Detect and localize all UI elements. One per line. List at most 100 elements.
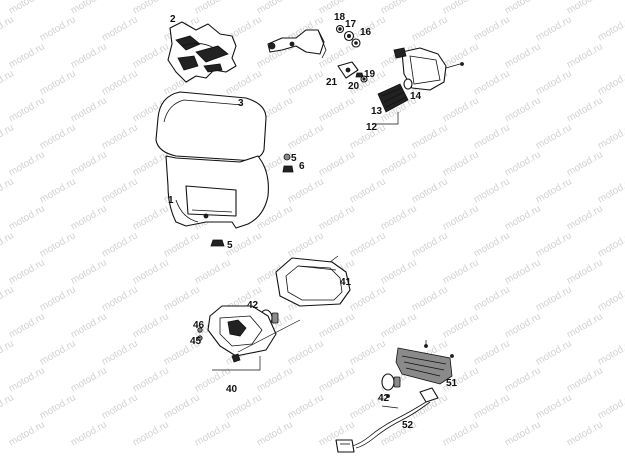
watermark-text: motod.ru xyxy=(0,230,16,259)
watermark-text: motod.ru xyxy=(7,203,47,232)
watermark-text: motod.ru xyxy=(69,203,109,232)
decal-part-2 xyxy=(167,21,237,83)
watermark-text: motod.ru xyxy=(596,338,625,367)
watermark-text: motod.ru xyxy=(7,0,47,17)
watermark-text: motod.ru xyxy=(348,284,388,313)
callout-46: 46 xyxy=(193,320,205,331)
watermark-text: motod.ru xyxy=(38,68,78,97)
watermark-text: motod.ru xyxy=(503,149,543,178)
watermark-text: motod.ru xyxy=(596,176,625,205)
watermark-text: motod.ru xyxy=(410,14,450,43)
watermark-text: motod.ru xyxy=(69,257,109,286)
watermark-text: motod.ru xyxy=(472,122,512,151)
watermark-text: motod.ru xyxy=(69,311,109,340)
watermark-text: motod.ru xyxy=(534,68,574,97)
callout-40: 40 xyxy=(226,384,238,395)
watermark-text: motod.ru xyxy=(286,68,326,97)
watermark-text: motod.ru xyxy=(565,419,605,448)
wiring-harness-part-52 xyxy=(335,387,439,453)
watermark-text: motod.ru xyxy=(534,14,574,43)
watermark-text: motod.ru xyxy=(534,122,574,151)
watermark-text: motod.ru xyxy=(503,257,543,286)
watermark-text: motod.ru xyxy=(410,284,450,313)
watermark-text: motod.ru xyxy=(410,230,450,259)
watermark-text: motod.ru xyxy=(0,284,16,313)
watermark-text: motod.ru xyxy=(131,365,171,394)
watermark-text: motod.ru xyxy=(565,311,605,340)
turn-signal-part-12 xyxy=(372,47,464,125)
callout-labels: 1 2 3 5 5 6 12 13 14 16 17 18 19 20 21 4… xyxy=(168,12,458,431)
watermark-text: motod.ru xyxy=(441,203,481,232)
watermark-text: motod.ru xyxy=(38,122,78,151)
watermark-text: motod.ru xyxy=(162,230,202,259)
callout-5a: 5 xyxy=(227,240,233,251)
watermark-text: motod.ru xyxy=(441,0,481,17)
watermark-text: motod.ru xyxy=(565,365,605,394)
callout-6: 6 xyxy=(299,161,305,172)
watermark-text: motod.ru xyxy=(565,95,605,124)
watermark-text: motod.ru xyxy=(503,311,543,340)
watermark-text: motod.ru xyxy=(100,284,140,313)
watermark-text: motod.ru xyxy=(131,311,171,340)
watermark-text: motod.ru xyxy=(255,0,295,17)
watermark-text: motod.ru xyxy=(69,419,109,448)
watermark-text: motod.ru xyxy=(131,41,171,70)
watermark-text: motod.ru xyxy=(317,203,357,232)
watermark-text: motod.ru xyxy=(565,41,605,70)
watermark-text: motod.ru xyxy=(131,149,171,178)
watermark-text: motod.ru xyxy=(379,257,419,286)
watermark-text: motod.ru xyxy=(317,365,357,394)
watermark-text: motod.ru xyxy=(162,284,202,313)
watermark-text: motod.ru xyxy=(38,338,78,367)
watermark-text: motod.ru xyxy=(472,284,512,313)
callout-12: 12 xyxy=(366,122,378,133)
watermark-text: motod.ru xyxy=(7,311,47,340)
callout-45: 45 xyxy=(190,336,202,347)
callout-18: 18 xyxy=(334,12,346,23)
watermark-text: motod.ru xyxy=(379,0,419,17)
watermark-text: motod.ru xyxy=(38,176,78,205)
watermark-text: motod.ru xyxy=(162,392,202,421)
watermark-text: motod.ru xyxy=(503,41,543,70)
watermark-text: motod.ru xyxy=(503,203,543,232)
watermark-text: motod.ru xyxy=(100,176,140,205)
watermark-text: motod.ru xyxy=(596,284,625,313)
watermark-text: motod.ru xyxy=(472,176,512,205)
watermark-text: motod.ru xyxy=(7,257,47,286)
callout-51: 51 xyxy=(446,378,458,389)
watermark-text: motod.ru xyxy=(286,338,326,367)
watermark-text: motod.ru xyxy=(255,419,295,448)
watermark-text: motod.ru xyxy=(0,122,16,151)
callout-17: 17 xyxy=(345,19,357,30)
watermark-text: motod.ru xyxy=(565,203,605,232)
watermark-text: motod.ru xyxy=(317,311,357,340)
callout-19: 19 xyxy=(364,69,376,80)
watermark-text: motod.ru xyxy=(0,68,16,97)
tail-light-part-41 xyxy=(275,255,351,307)
watermark-text: motod.ru xyxy=(0,392,16,421)
watermark-text: motod.ru xyxy=(131,0,171,17)
watermark-text: motod.ru xyxy=(503,419,543,448)
watermark-text: motod.ru xyxy=(472,14,512,43)
callout-1: 1 xyxy=(168,195,174,206)
watermark-text: motod.ru xyxy=(7,41,47,70)
watermark-text: motod.ru xyxy=(224,392,264,421)
watermark-text: motod.ru xyxy=(100,122,140,151)
watermark-text: motod.ru xyxy=(503,95,543,124)
screw-part-19-20 xyxy=(355,72,368,83)
watermark-text: motod.ru xyxy=(131,419,171,448)
watermark-text: motod.ru xyxy=(410,176,450,205)
watermark-text: motod.ru xyxy=(286,122,326,151)
watermark-text: motod.ru xyxy=(7,95,47,124)
watermark-text: motod.ru xyxy=(317,95,357,124)
tail-housing-part-40 xyxy=(197,305,301,371)
watermark-text: motod.ru xyxy=(38,392,78,421)
watermark-text: motod.ru xyxy=(100,14,140,43)
watermark-text: motod.ru xyxy=(441,311,481,340)
watermark-text: motod.ru xyxy=(100,338,140,367)
watermark-text: motod.ru xyxy=(131,257,171,286)
bulb-part-42-lower xyxy=(381,373,401,391)
headlight-fairing-part-1-3 xyxy=(155,91,269,229)
watermark-text: motod.ru xyxy=(596,14,625,43)
watermark-text: motod.ru xyxy=(100,392,140,421)
